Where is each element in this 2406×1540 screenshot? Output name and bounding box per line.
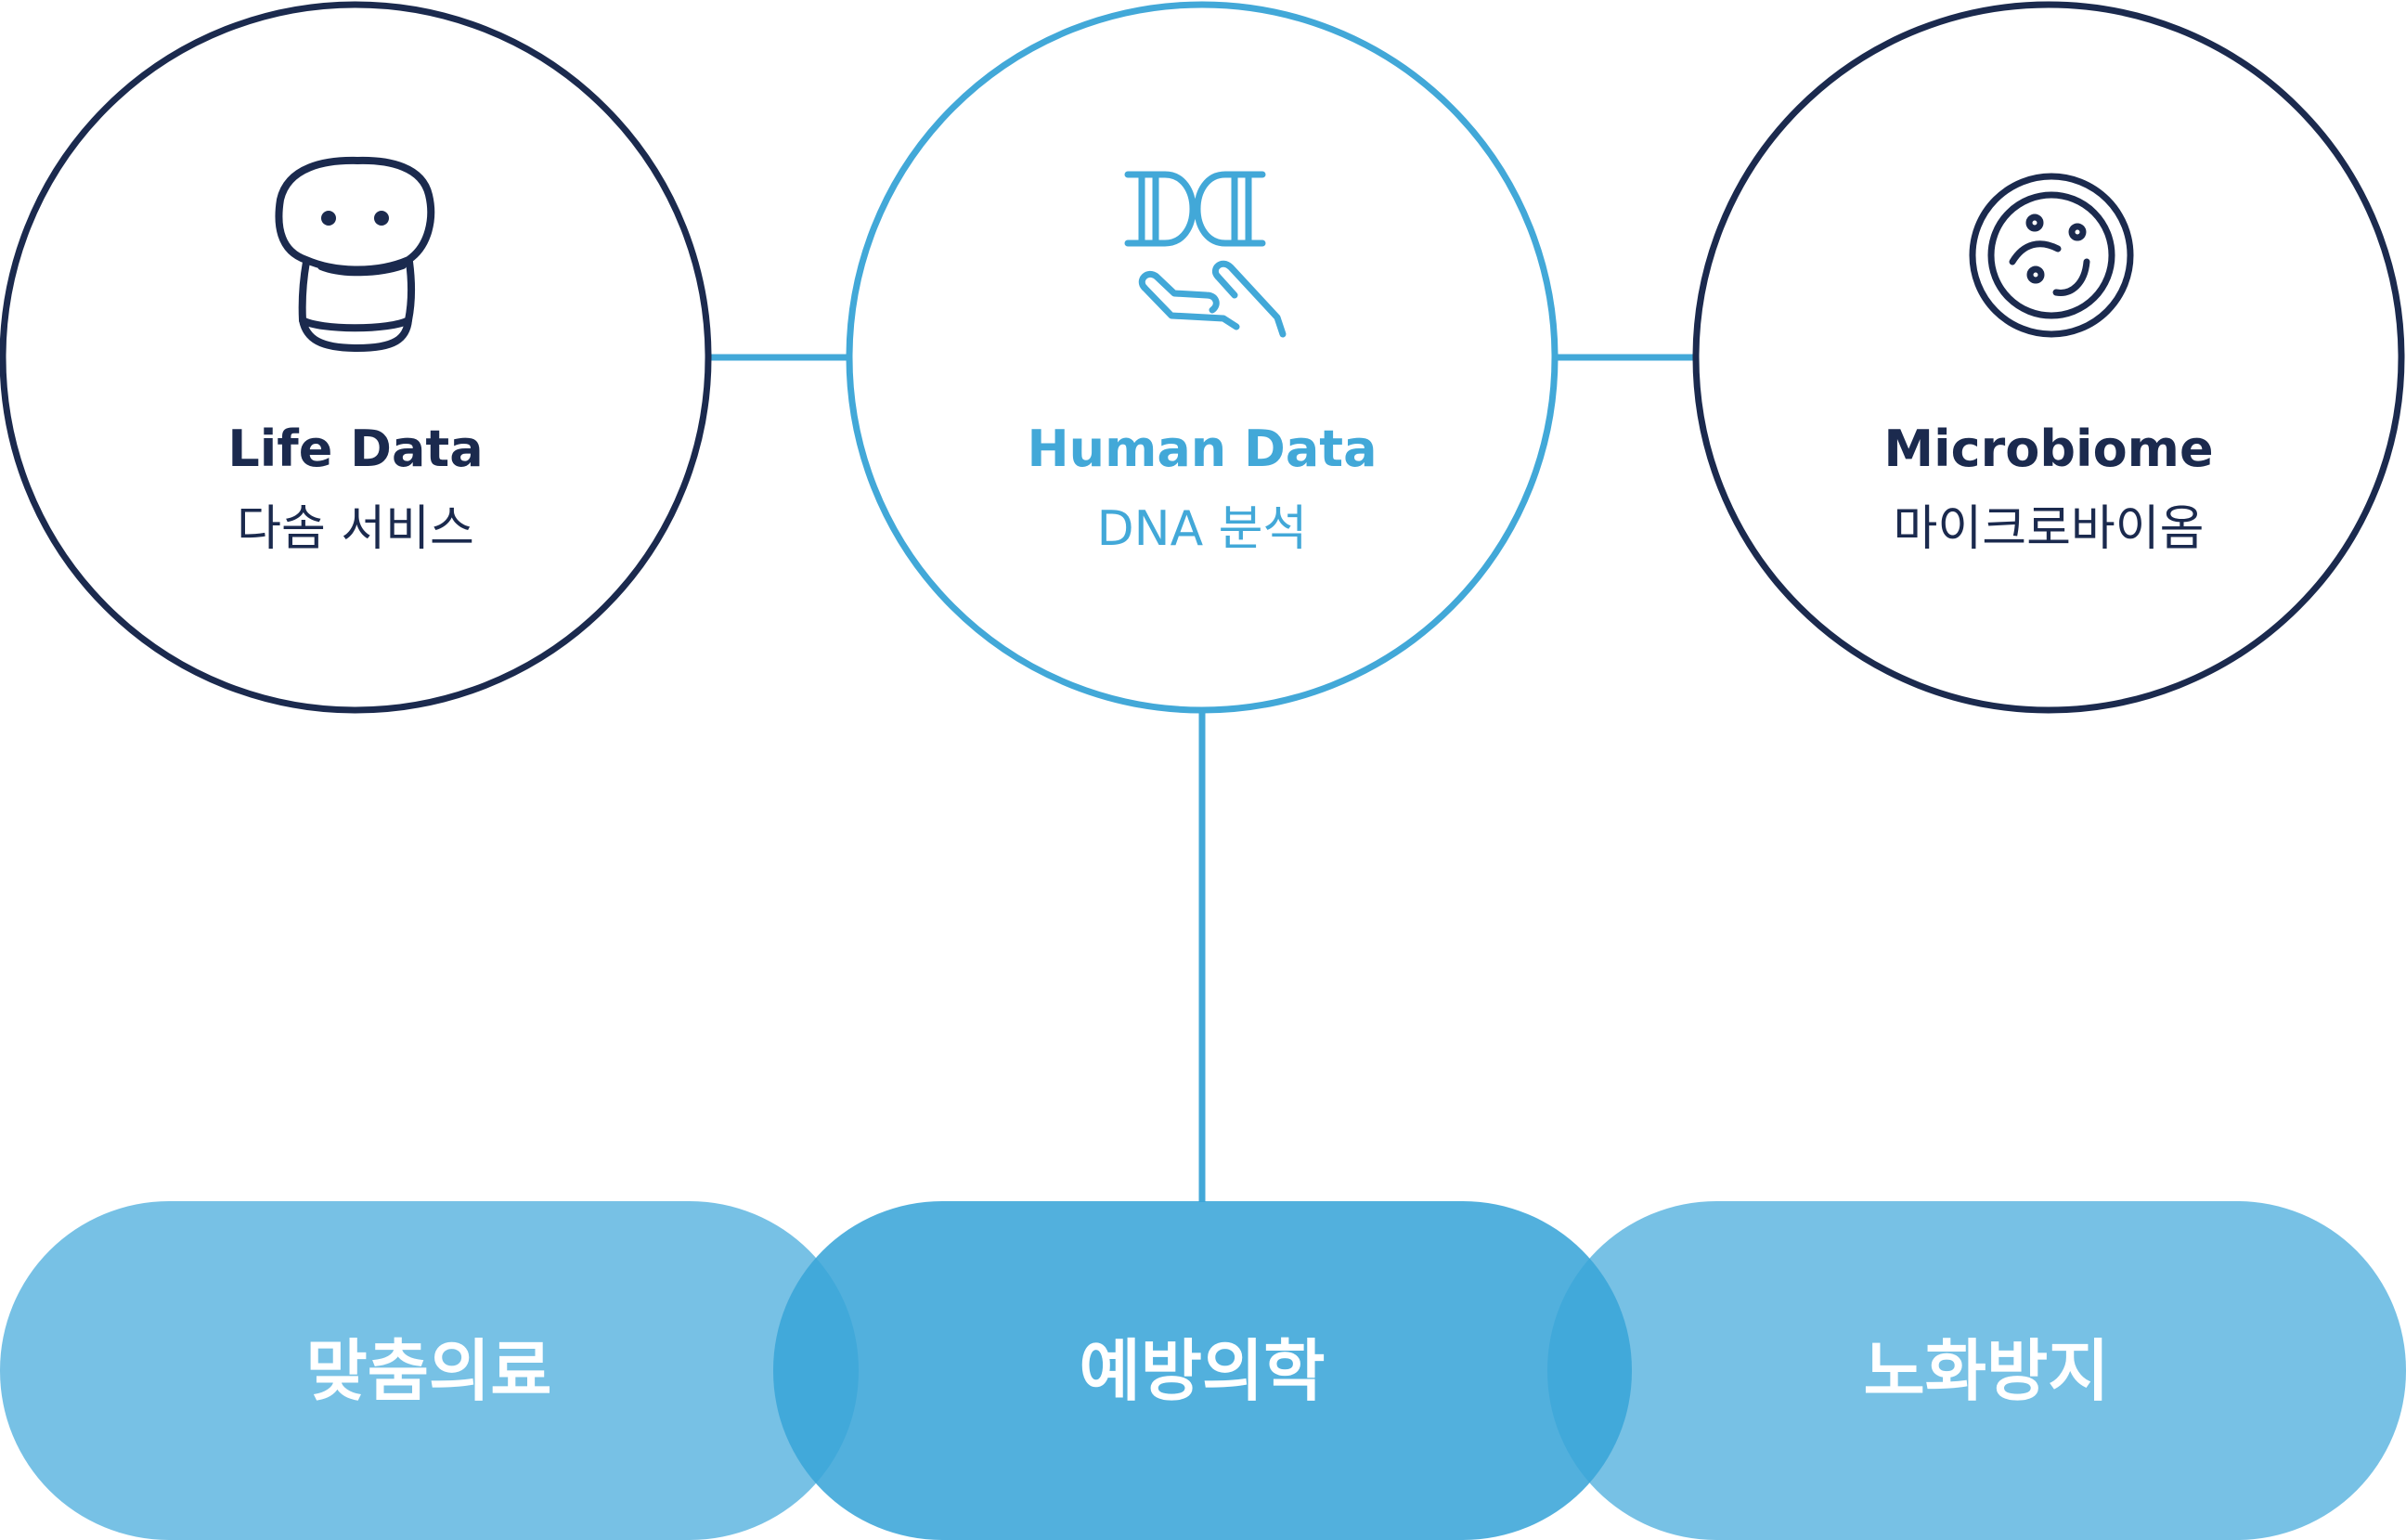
- node-circle-micro: [1692, 1, 2405, 714]
- node-micro-subtitle: 마이크로바이옴: [1893, 501, 2205, 557]
- node-circle-human: [846, 1, 1559, 714]
- pill-personalized-medicine: [0, 1201, 859, 1540]
- node-human: Human Data DNA 분석: [905, 420, 1499, 559]
- node-circle-life: [0, 1, 712, 714]
- dna-hand-icon: [1124, 171, 1287, 338]
- face-head-icon: [275, 156, 435, 352]
- outcome-label-preventive: 예방의학: [1079, 1332, 1326, 1410]
- pill-preventive-medicine: [773, 1201, 1632, 1540]
- node-life: Life Data 다솜 서비스: [58, 420, 653, 559]
- outcome-label-personalized: 맞춤의료: [305, 1332, 552, 1410]
- node-human-subtitle: DNA 분석: [1096, 501, 1308, 557]
- node-human-title: Human Data: [1027, 420, 1378, 478]
- node-micro-title: Microbiome: [1883, 420, 2214, 478]
- node-micro: Microbiome 마이크로바이옴: [1752, 420, 2346, 559]
- pill-anti-aging: [1547, 1201, 2406, 1540]
- node-life-title: Life Data: [227, 420, 484, 478]
- outcome-label-anti-aging: 노화방지: [1863, 1332, 2110, 1410]
- node-life-subtitle: 다솜 서비스: [237, 501, 474, 557]
- petri-dish-icon: [1969, 173, 2134, 338]
